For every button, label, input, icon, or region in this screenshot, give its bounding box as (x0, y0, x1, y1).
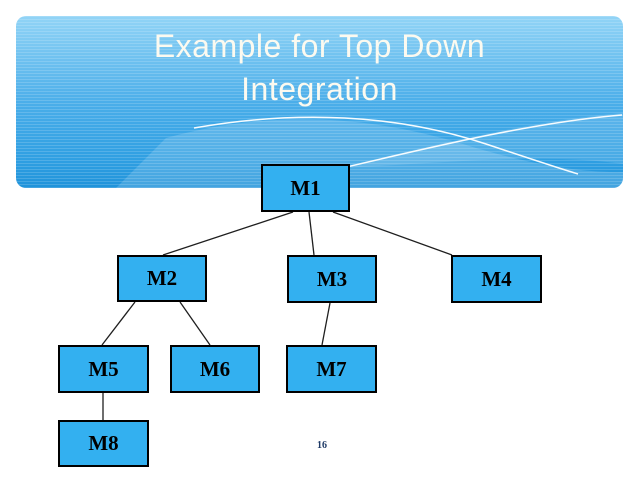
slide-title: Example for Top Down Integration (16, 25, 623, 111)
connector-line-m2-m5 (101, 301, 136, 346)
page-number: 16 (317, 440, 327, 451)
connector-line-m1-m3 (308, 211, 315, 256)
module-box-m8: M8 (58, 420, 149, 467)
module-box-m4: M4 (451, 255, 542, 303)
connector-line-m3-m7 (321, 302, 331, 346)
slide-title-line1: Example for Top Down (153, 28, 486, 64)
module-box-m5: M5 (58, 345, 149, 393)
swoosh-curve-up (337, 114, 623, 170)
swoosh-wave-fill (116, 119, 623, 188)
module-box-m3: M3 (287, 255, 377, 303)
swoosh-curve-down (193, 116, 579, 175)
connector-line-m1-m2 (162, 211, 294, 256)
connector-line-m2-m6 (179, 301, 211, 346)
slide-title-line2: Integration (241, 71, 398, 107)
module-box-m7: M7 (286, 345, 377, 393)
swoosh-wave-fill-2 (340, 113, 623, 168)
banner-swoosh-decoration (116, 113, 623, 188)
connector-line-m1-m4 (332, 211, 453, 256)
module-box-m6: M6 (170, 345, 260, 393)
module-box-m2: M2 (117, 255, 207, 302)
module-box-m1: M1 (261, 164, 350, 212)
title-banner: Example for Top Down Integration (16, 16, 623, 188)
